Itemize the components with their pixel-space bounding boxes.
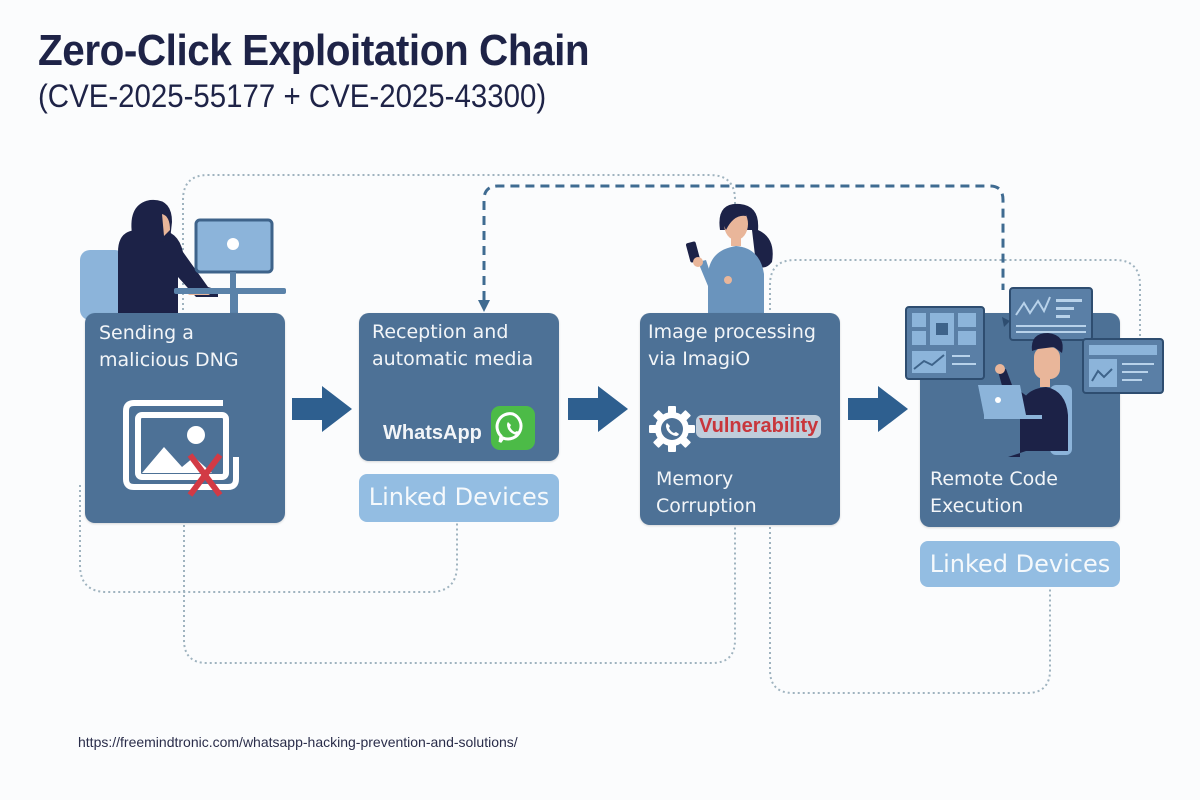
arrow-right-icon bbox=[292, 386, 352, 432]
linked-devices-tag: Linked Devices bbox=[920, 541, 1120, 587]
hooded-attacker-illustration bbox=[80, 199, 286, 322]
step-1-box: Sending a malicious DNG bbox=[85, 313, 285, 523]
whatsapp-icon bbox=[491, 406, 535, 450]
dashboard-panel-top bbox=[1002, 287, 1093, 341]
step-3-detail-line1: Memory bbox=[656, 468, 734, 490]
source-url[interactable]: https://freemindtronic.com/whatsapp-hack… bbox=[78, 734, 518, 750]
dotted-connector-right bbox=[769, 259, 1141, 340]
dotted-connector-bottom-left bbox=[79, 485, 458, 593]
linked-devices-tag: Linked Devices bbox=[359, 474, 559, 522]
dotted-connector-bottom-long bbox=[183, 525, 736, 664]
step-3-detail-line2: Corruption bbox=[656, 495, 757, 517]
step-3-label-line2: via ImagiO bbox=[648, 348, 751, 370]
dashboard-panel-right bbox=[1082, 338, 1164, 394]
whatsapp-label: WhatsApp bbox=[383, 422, 482, 444]
step-4-label-line2: Execution bbox=[930, 495, 1024, 517]
step-2-box: Reception and automatic media WhatsApp bbox=[359, 313, 559, 461]
remote-operator-illustration bbox=[905, 287, 1164, 457]
dotted-connector-top bbox=[182, 174, 736, 320]
page-subtitle: (CVE-2025-55177 + CVE-2025-43300) bbox=[38, 78, 547, 114]
step-2-label-line1: Reception and bbox=[372, 321, 509, 343]
dashed-arrowhead bbox=[478, 300, 490, 312]
step-1-label-line1: Sending a bbox=[99, 322, 194, 344]
step-4-label-line1: Remote Code bbox=[930, 468, 1058, 490]
dashed-connector-feedback bbox=[482, 184, 1005, 300]
gear-phone-icon bbox=[649, 406, 695, 452]
step-2-label-line2: automatic media bbox=[372, 348, 534, 370]
arrow-right-icon bbox=[568, 386, 628, 432]
arrow-right-icon bbox=[848, 386, 908, 432]
page-title: Zero-Click Exploitation Chain bbox=[38, 26, 590, 75]
vulnerability-badge: Vulnerability bbox=[696, 415, 822, 438]
broken-image-icon bbox=[123, 400, 239, 497]
woman-with-phone-illustration bbox=[686, 203, 773, 315]
step-1-label-line2: malicious DNG bbox=[99, 349, 239, 371]
dotted-connector-bottom-right bbox=[769, 527, 1051, 694]
dashboard-panel-left bbox=[905, 306, 985, 380]
man-with-laptop bbox=[978, 333, 1072, 457]
step-3-box: Image processing via ImagiO Vulnerabilit… bbox=[640, 313, 840, 525]
step-3-label-line1: Image processing bbox=[648, 321, 816, 343]
